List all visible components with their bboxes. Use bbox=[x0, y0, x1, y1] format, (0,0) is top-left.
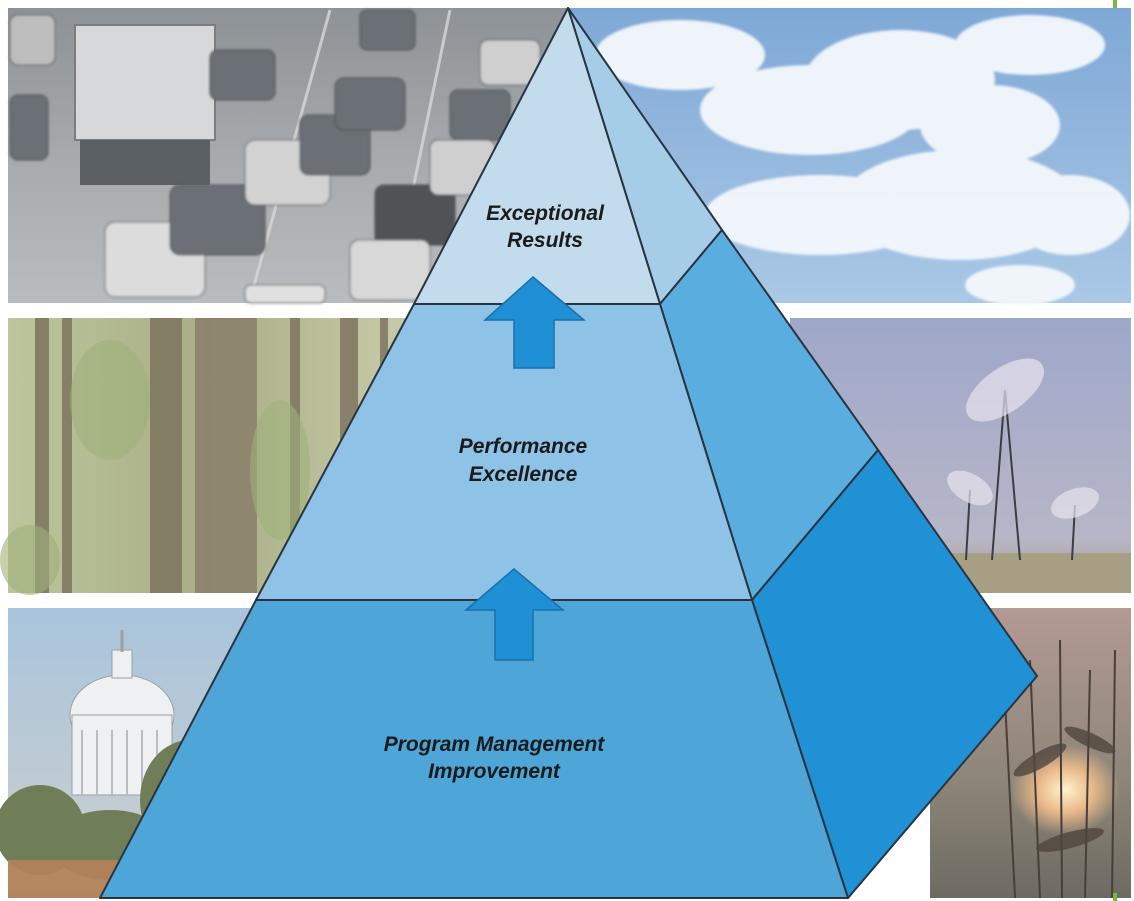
tier-label-line: Exceptional bbox=[486, 202, 605, 225]
tier-label-middle: Performance Excellence bbox=[459, 435, 588, 486]
tier-label-line: Excellence bbox=[469, 463, 578, 486]
tier-label-line: Results bbox=[507, 229, 583, 252]
accent-mark bbox=[1113, 893, 1117, 901]
tier-label-top: Exceptional Results bbox=[486, 202, 605, 252]
tier-label-line: Improvement bbox=[428, 760, 561, 783]
tier-label-line: Performance bbox=[459, 435, 588, 458]
up-arrow-icon bbox=[463, 568, 566, 661]
up-arrow-icon bbox=[483, 276, 587, 369]
photo-sunset-crops bbox=[930, 608, 1131, 899]
pyramid bbox=[99, 7, 1038, 899]
tier-label-bottom: Program Management Improvement bbox=[384, 733, 606, 783]
photo-highway-traffic bbox=[8, 8, 568, 304]
tier-label-line: Program Management bbox=[384, 733, 606, 756]
pyramid-tier-bottom bbox=[99, 599, 849, 899]
accent-mark bbox=[1113, 0, 1117, 8]
